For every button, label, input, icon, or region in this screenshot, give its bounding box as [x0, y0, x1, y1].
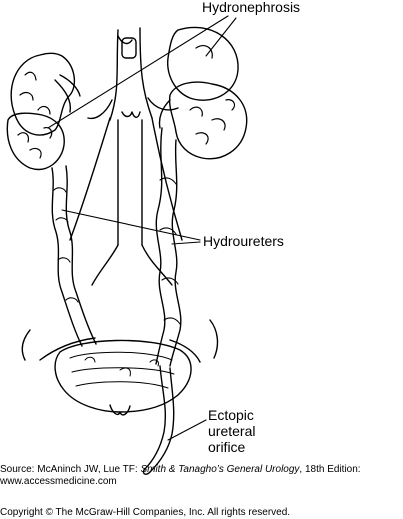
source-citation: Source: McAninch JW, Lue TF: Smith & Tan…	[0, 464, 403, 488]
left-ureter	[51, 165, 97, 347]
label-ectopic-ureteral-orifice: Ectopic ureteral orifice	[208, 407, 255, 455]
source-url[interactable]: www.accessmedicine.com	[0, 476, 117, 487]
bladder	[54, 339, 192, 416]
source-prefix: Source: McAninch JW, Lue TF:	[0, 464, 141, 475]
source-suffix: , 18th Edition:	[299, 464, 361, 475]
leader-hydroureters-left	[61, 209, 201, 241]
right-ureter	[155, 127, 182, 367]
copyright-notice: Copyright © The McGraw-Hill Companies, I…	[0, 507, 291, 518]
leader-ectopic	[167, 419, 207, 441]
right-kidney	[158, 26, 248, 160]
label-hydronephrosis: Hydronephrosis	[202, 0, 301, 15]
label-ectopic-line-2: ureteral	[208, 423, 256, 439]
leader-hydronephrosis-right	[205, 17, 237, 57]
great-vessels	[69, 27, 183, 286]
leader-lines	[47, 15, 237, 441]
leader-hydronephrosis-left	[47, 15, 229, 129]
left-kidney	[6, 52, 81, 171]
leader-hydroureters-right	[171, 241, 201, 245]
label-ectopic-line-3: orifice	[208, 439, 246, 455]
label-ectopic-line-1: Ectopic	[208, 407, 254, 423]
label-hydroureters: Hydroureters	[203, 233, 284, 249]
source-title: Smith & Tanagho’s General Urology	[140, 464, 300, 475]
ectopic-ureter	[142, 365, 175, 475]
pelvis	[21, 319, 219, 363]
